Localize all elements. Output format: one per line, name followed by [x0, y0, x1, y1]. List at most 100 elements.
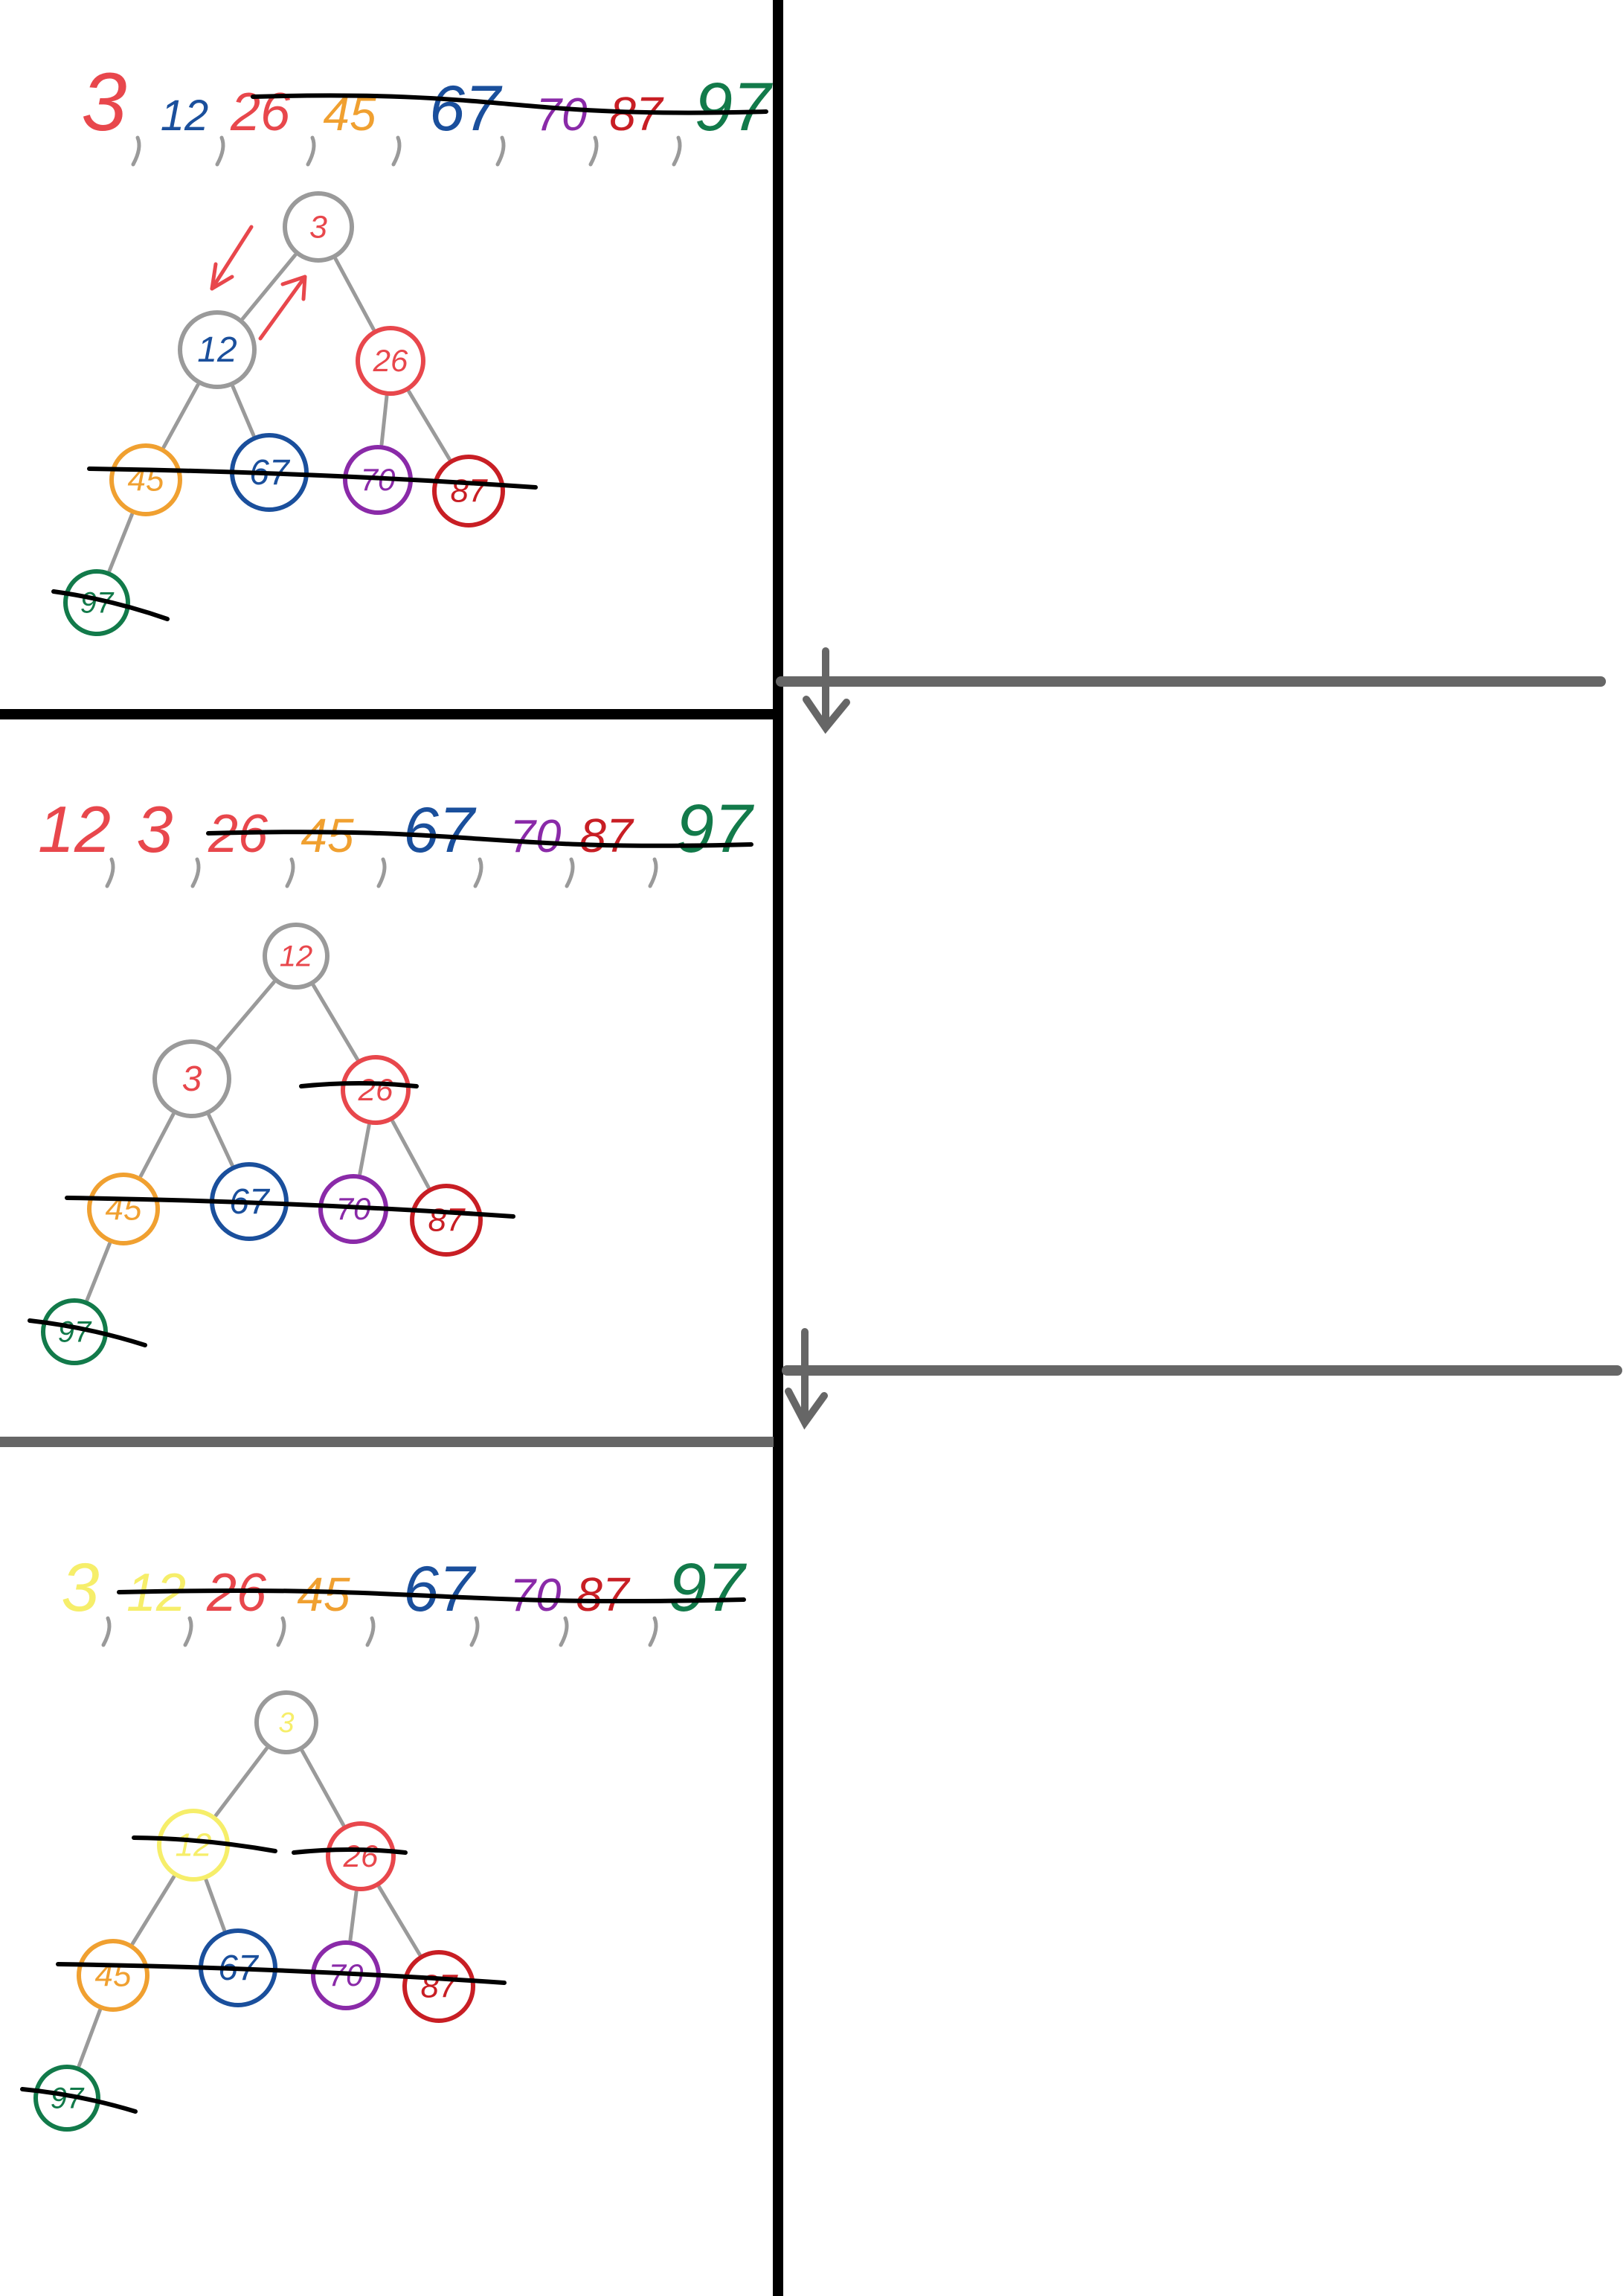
tree-edge — [312, 984, 359, 1062]
tree-edge — [138, 1112, 176, 1179]
sequence-value: 70 — [510, 1570, 562, 1621]
tree-node-label: 87 — [451, 473, 488, 510]
sequence-comma — [559, 1616, 569, 1647]
tree-edge — [204, 1878, 227, 1932]
tree-edge — [379, 394, 389, 446]
tree-node-circle — [254, 1690, 318, 1754]
sequence-comma — [306, 135, 316, 167]
sequence-comma — [469, 1616, 480, 1647]
tree-node-label: 3 — [182, 1059, 202, 1099]
swap-down-arrow-icon — [210, 225, 254, 291]
node-strike-line — [65, 1196, 515, 1219]
sequence-comma — [391, 135, 402, 167]
tree-node-circle — [326, 1821, 396, 1891]
tree-edge — [216, 980, 276, 1051]
tree-node-label: 12 — [280, 940, 313, 972]
tree-node-circle — [356, 326, 425, 396]
sequence-comma — [131, 135, 141, 167]
sequence-comma — [365, 1616, 376, 1647]
sequence-comma — [648, 1616, 658, 1647]
down-arrow-icon — [785, 1328, 828, 1430]
tree-node-circle — [432, 455, 505, 527]
sequence-comma — [276, 1616, 286, 1647]
sequence-comma — [190, 857, 201, 888]
swap-up-arrow-icon — [258, 275, 307, 341]
sequence-value: 3 — [61, 1550, 99, 1626]
tree-node-circle — [178, 310, 257, 389]
sequence-value: 26 — [230, 83, 291, 142]
sequence-value: 45 — [301, 809, 354, 862]
tree-node-circle — [87, 1173, 160, 1245]
sequence-value: 70 — [536, 89, 588, 141]
node-strike-line — [132, 1835, 277, 1853]
down-arrow-icon — [803, 647, 850, 734]
sequence-strike-line — [251, 93, 768, 115]
tree-edge — [240, 253, 298, 321]
tree-node-label: 3 — [278, 1707, 294, 1739]
tree-node-circle — [402, 1950, 475, 2023]
sequence-comma — [473, 857, 483, 888]
tree-edge — [161, 382, 200, 449]
tree-node-circle — [77, 1939, 150, 2012]
tree-node-label: 26 — [343, 1838, 379, 1873]
tree-node-circle — [283, 191, 354, 263]
tree-node-label: 26 — [358, 1072, 393, 1107]
tree-node-label: 87 — [428, 1202, 466, 1239]
sequence-value: 97 — [676, 791, 754, 867]
sequence-comma — [183, 1616, 193, 1647]
tree-edge — [300, 1748, 346, 1827]
sequence-value: 87 — [579, 809, 634, 862]
tree-edge — [85, 1241, 112, 1302]
tree-node-label: 87 — [421, 1969, 458, 2005]
tree-node-label: 26 — [373, 343, 408, 378]
node-strike-line — [299, 1081, 419, 1088]
tree-edge — [358, 1123, 371, 1176]
sequence-value: 97 — [695, 69, 773, 145]
tree-edge — [130, 1875, 176, 1946]
sequence-comma — [376, 857, 387, 888]
sequence-comma — [565, 857, 575, 888]
tree-edge — [213, 1746, 269, 1818]
node-strike-line — [20, 2087, 138, 2114]
tree-node-circle — [109, 443, 182, 516]
sequence-value: 12 — [161, 92, 209, 140]
sequence-strike-line — [206, 830, 753, 848]
sequence-value: 70 — [510, 811, 562, 862]
sequence-value: 67 — [403, 1553, 477, 1625]
sequence-comma — [648, 857, 658, 888]
node-strike-line — [292, 1847, 408, 1855]
tree-edge — [207, 1113, 234, 1167]
tree-edge — [333, 257, 376, 332]
tree-node-circle — [63, 569, 130, 636]
node-strike-line — [56, 1962, 507, 1985]
node-strike-line — [28, 1318, 147, 1347]
sequence-comma — [105, 857, 115, 888]
sequence-comma — [672, 135, 682, 167]
sequence-value: 67 — [403, 795, 477, 866]
tree-node-circle — [263, 923, 330, 990]
tree-edge — [348, 1890, 359, 1942]
sequence-value: 67 — [429, 73, 503, 144]
sequence-value: 3 — [81, 57, 126, 148]
sequence-comma — [101, 1616, 112, 1647]
sequence-comma — [588, 135, 599, 167]
tree-edge — [231, 385, 256, 437]
tree-edge — [407, 389, 451, 461]
tree-node-label: 12 — [176, 1827, 212, 1864]
tree-edge — [391, 1119, 431, 1190]
node-strike-line — [51, 589, 170, 621]
sequence-comma — [495, 135, 506, 167]
sequence-strike-line — [117, 1588, 746, 1604]
sequence-value: 87 — [576, 1568, 631, 1621]
tree-edge — [77, 2008, 102, 2068]
tree-node-circle — [41, 1298, 108, 1365]
tree-node-circle — [33, 2065, 100, 2132]
tree-edge — [377, 1885, 422, 1957]
sequence-value: 3 — [137, 792, 173, 866]
tree-node-circle — [152, 1039, 231, 1118]
